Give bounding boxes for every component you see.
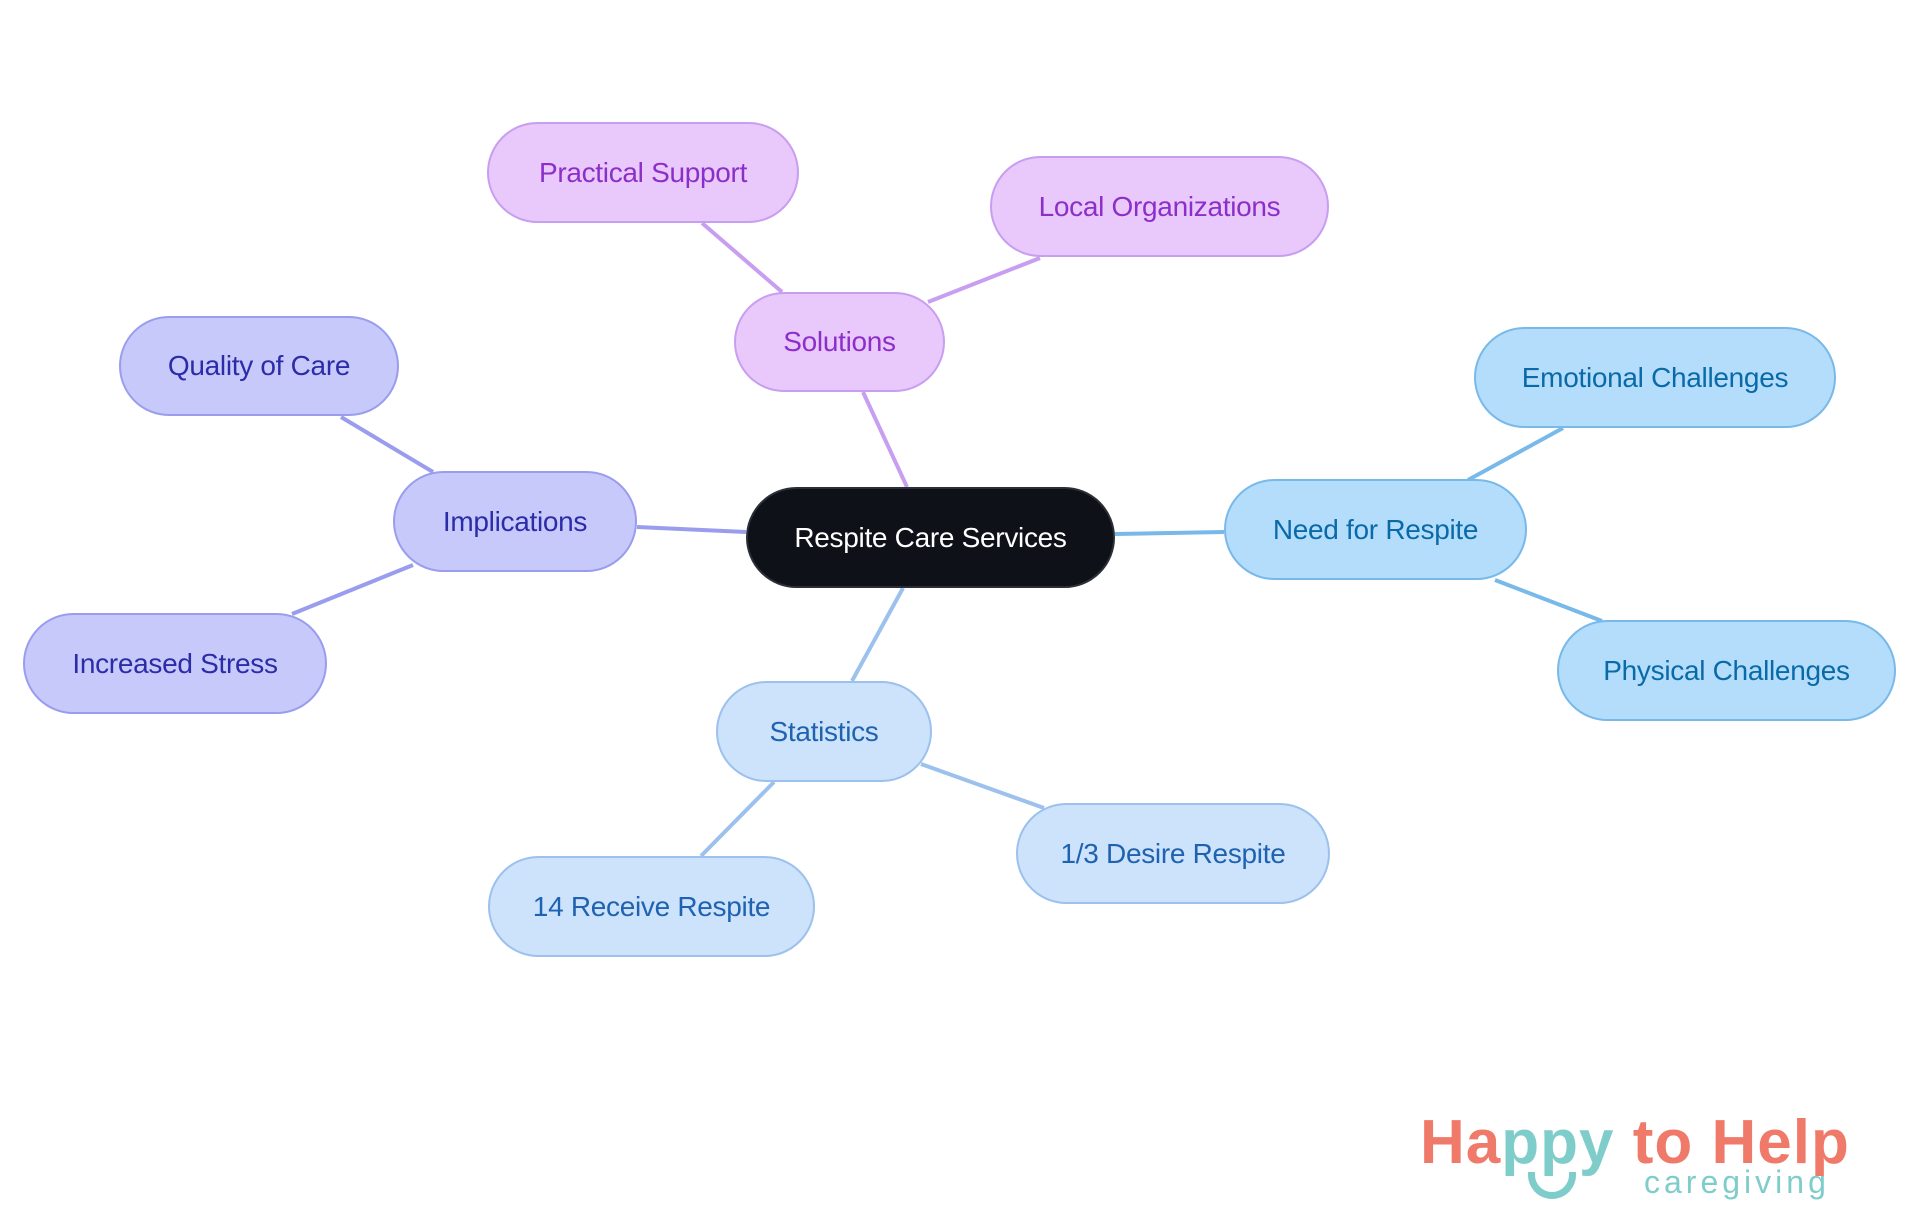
edge-statistics-receive	[699, 780, 776, 858]
smile-icon	[1528, 1172, 1576, 1199]
node-local-organizations[interactable]: Local Organizations	[990, 156, 1329, 257]
node-label: Solutions	[783, 326, 896, 357]
logo-text-ha: Ha	[1420, 1108, 1502, 1177]
logo-text-to-help: to Help	[1614, 1108, 1850, 1177]
node-need-for-respite[interactable]: Need for Respite	[1224, 479, 1527, 580]
node-1-3-desire-respite[interactable]: 1/3 Desire Respite	[1016, 803, 1330, 904]
node-label: Quality of Care	[167, 350, 351, 381]
root-node-respite-care-services[interactable]: Respite Care Services	[746, 487, 1115, 588]
node-emotional-challenges[interactable]: Emotional Challenges	[1474, 327, 1836, 428]
node-solutions[interactable]: Solutions	[734, 292, 945, 392]
edge-need-emotional	[1467, 426, 1564, 482]
node-label: Physical Challenges	[1603, 654, 1850, 686]
node-label: 14 Receive Respite	[532, 890, 771, 922]
node-statistics[interactable]: Statistics	[716, 681, 932, 782]
edge-implications-quality	[339, 415, 435, 474]
node-quality-of-care[interactable]: Quality of Care	[119, 316, 399, 416]
edge-solutions-practical	[700, 221, 784, 294]
node-14-receive-respite[interactable]: 14 Receive Respite	[488, 856, 815, 957]
node-label: Local Organizations	[1038, 190, 1281, 222]
edge-root-implications	[636, 525, 747, 534]
logo-text-ppy: ppy	[1501, 1108, 1615, 1177]
logo-wordmark: Happy to Help	[1420, 1108, 1850, 1178]
edge-implications-stress	[291, 563, 414, 616]
edge-root-need	[1114, 530, 1225, 536]
edge-solutions-local	[927, 256, 1041, 304]
node-practical-support[interactable]: Practical Support	[487, 122, 799, 223]
node-label: 1/3 Desire Respite	[1060, 837, 1286, 869]
node-increased-stress[interactable]: Increased Stress	[23, 613, 327, 714]
edge-root-solutions	[861, 391, 909, 488]
edge-statistics-desire	[920, 762, 1045, 810]
node-label: Emotional Challenges	[1521, 361, 1789, 393]
happy-to-help-logo: Happy to Help caregiving	[1420, 1108, 1880, 1203]
node-label: Increased Stress	[72, 647, 278, 679]
node-implications[interactable]: Implications	[393, 471, 637, 572]
node-label: Implications	[442, 505, 588, 537]
edge-root-statistics	[850, 587, 905, 682]
node-physical-challenges[interactable]: Physical Challenges	[1557, 620, 1896, 721]
node-label: Practical Support	[538, 156, 748, 188]
node-label: Statistics	[769, 715, 879, 747]
edge-need-physical	[1494, 578, 1603, 623]
node-label: Need for Respite	[1272, 513, 1479, 545]
root-node-label: Respite Care Services	[794, 521, 1067, 553]
logo-tagline: caregiving	[1644, 1164, 1830, 1200]
